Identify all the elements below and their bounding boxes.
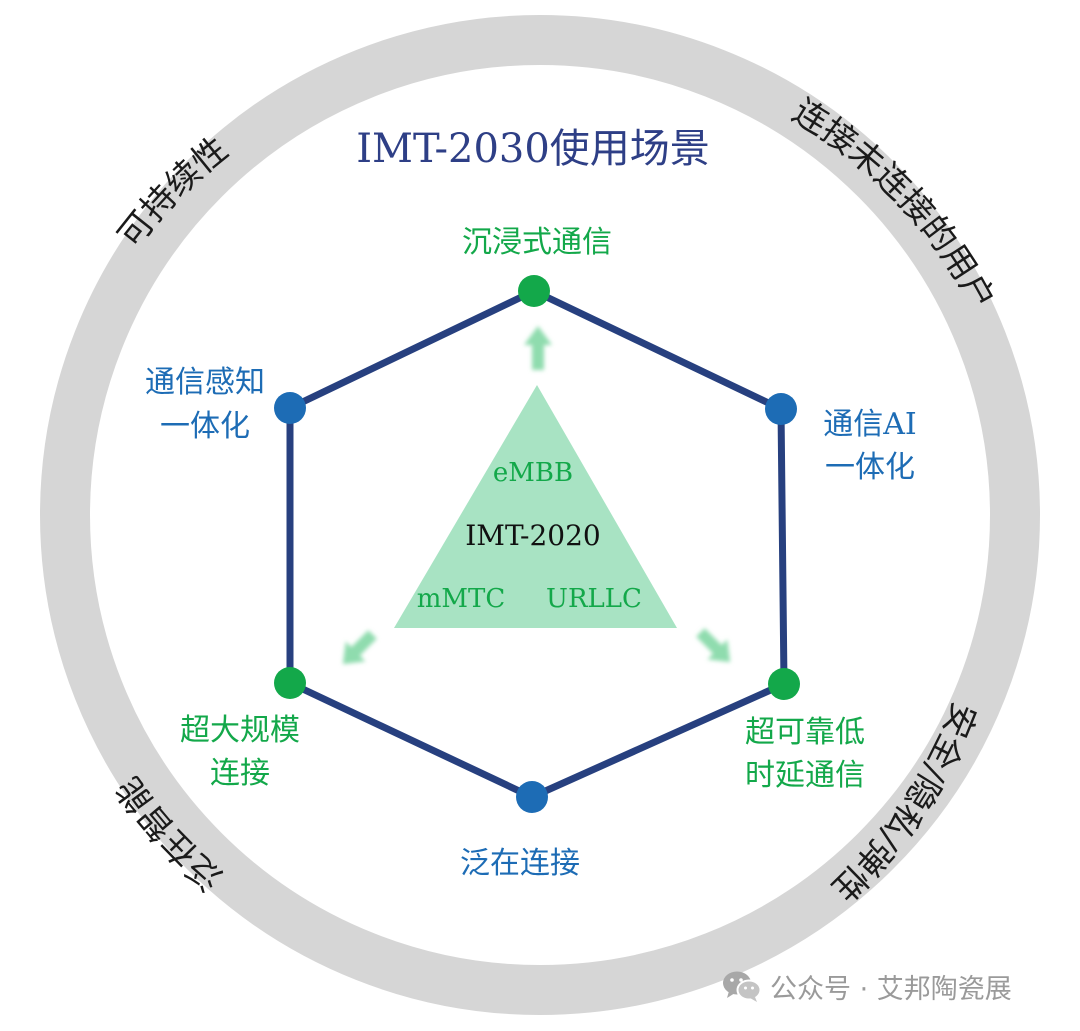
node-dot-lower-left xyxy=(274,667,306,699)
core-label-mmtc: mMTC xyxy=(417,584,506,614)
node-dot-bottom xyxy=(516,781,548,813)
node-dot-top xyxy=(518,275,550,307)
node-label-massive-connectivity-line1: 超大规模 xyxy=(180,713,300,748)
node-dot-upper-right xyxy=(765,393,797,425)
diagram-title: IMT-2030使用场景 xyxy=(356,126,710,172)
core-label-imt-2020: IMT-2020 xyxy=(465,519,601,552)
node-label-hrllc-line1: 超可靠低 xyxy=(745,715,865,750)
arrow-lower-left xyxy=(342,630,377,665)
arrow-lower-right xyxy=(696,628,731,663)
node-label-hrllc-line2: 时延通信 xyxy=(745,758,865,793)
core-label-urllc: URLLC xyxy=(546,584,642,614)
node-label-isac-line1: 通信感知 xyxy=(145,365,265,400)
node-label-ai-comm-line2: 一体化 xyxy=(825,450,915,485)
node-label-immersive-communication: 沉浸式通信 xyxy=(462,225,612,260)
node-label-isac-line2: 一体化 xyxy=(160,409,250,444)
wechat-icon xyxy=(723,971,762,1002)
node-label-massive-connectivity-line2: 连接 xyxy=(210,756,270,791)
outer-ring xyxy=(40,15,1040,1015)
node-label-ai-comm-line1: 通信AI xyxy=(823,407,917,442)
node-dot-lower-right xyxy=(768,668,800,700)
expansion-arrows xyxy=(342,326,731,665)
node-label-ubiquitous-connectivity: 泛在连接 xyxy=(460,846,580,881)
core-label-embb: eMBB xyxy=(493,458,573,488)
arrow-up xyxy=(524,326,552,370)
watermark-text: 公众号 · 艾邦陶瓷展 xyxy=(770,973,1012,1005)
node-dot-upper-left xyxy=(274,392,306,424)
ring-label-connect-unconnected: 连接未连接的用户 xyxy=(785,91,1002,316)
watermark: 公众号 · 艾邦陶瓷展 xyxy=(722,966,1012,1006)
imt-2020-triangle xyxy=(394,385,677,628)
